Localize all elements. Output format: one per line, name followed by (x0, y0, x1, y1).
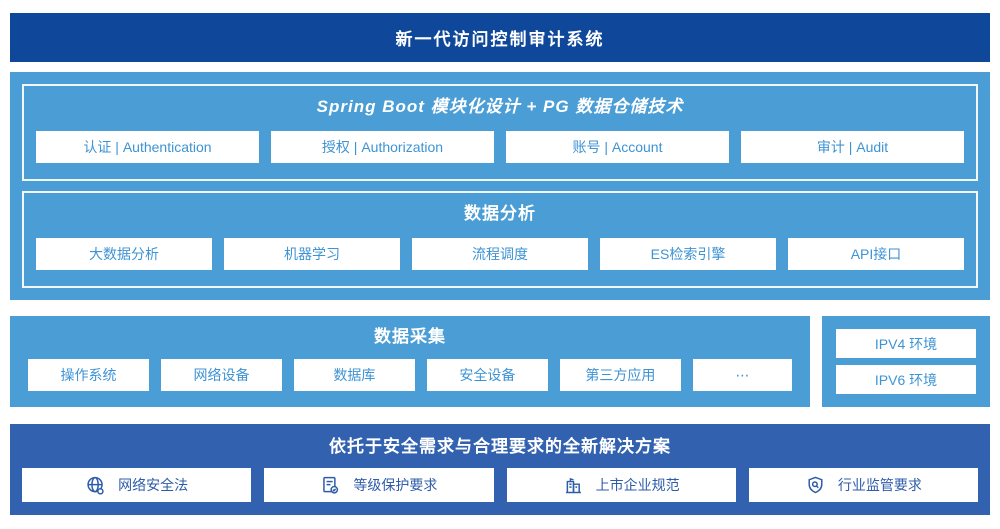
top-banner: 新一代访问控制审计系统 (10, 13, 990, 62)
data-analysis-module-row: 大数据分析 机器学习 流程调度 ES检索引擎 API接口 (36, 238, 964, 270)
solution-classified-protection: 等级保护要求 (264, 468, 494, 502)
module-api-interface: API接口 (788, 238, 964, 270)
data-collection-module-row: 操作系统 网络设备 数据库 安全设备 第三方应用 ⋯ (28, 359, 793, 391)
solution-label: 网络安全法 (118, 477, 189, 493)
module-operating-system: 操作系统 (28, 359, 149, 391)
module-bigdata-analysis: 大数据分析 (36, 238, 212, 270)
solution-label: 行业监管要求 (837, 477, 922, 493)
data-collection-title: 数据采集 (374, 327, 446, 346)
building-icon (563, 475, 584, 496)
env-ipv4: IPV4 环境 (836, 329, 976, 358)
data-collection-panel: 数据采集 操作系统 网络设备 数据库 安全设备 第三方应用 ⋯ (10, 316, 810, 407)
solution-section: 依托于安全需求与合理要求的全新解决方案 网络安全法 (10, 424, 990, 515)
springboot-panel-title: Spring Boot 模块化设计 + PG 数据仓储技术 (316, 97, 684, 116)
module-database: 数据库 (293, 359, 415, 391)
data-analysis-title: 数据分析 (464, 204, 536, 223)
module-security-devices: 安全设备 (426, 359, 548, 391)
module-account: 账号 | Account (506, 131, 729, 163)
solution-label: 等级保护要求 (353, 477, 438, 493)
module-audit: 审计 | Audit (741, 131, 964, 163)
env-ipv6: IPV6 环境 (836, 365, 976, 394)
data-analysis-panel: 数据分析 大数据分析 机器学习 流程调度 ES检索引擎 API接口 (22, 191, 978, 288)
globe-icon (85, 475, 106, 496)
module-third-party-apps: 第三方应用 (559, 359, 681, 391)
solution-row: 网络安全法 等级保护要求 (22, 468, 978, 502)
shield-search-icon (805, 475, 826, 496)
document-check-icon (320, 475, 341, 496)
springboot-panel: Spring Boot 模块化设计 + PG 数据仓储技术 认证 | Authe… (22, 84, 978, 181)
solution-cybersecurity-law: 网络安全法 (22, 468, 252, 502)
system-title: 新一代访问控制审计系统 (395, 30, 605, 49)
module-network-devices: 网络设备 (160, 359, 282, 391)
solution-listed-company-standard: 上市企业规范 (506, 468, 736, 502)
environment-panel: IPV4 环境 IPV6 环境 (822, 316, 990, 407)
architecture-section: Spring Boot 模块化设计 + PG 数据仓储技术 认证 | Authe… (10, 72, 990, 300)
solution-title: 依托于安全需求与合理要求的全新解决方案 (329, 437, 671, 456)
module-es-search-engine: ES检索引擎 (600, 238, 776, 270)
middle-row: 数据采集 操作系统 网络设备 数据库 安全设备 第三方应用 ⋯ IPV4 环境 … (10, 316, 990, 407)
module-machine-learning: 机器学习 (224, 238, 400, 270)
solution-label: 上市企业规范 (595, 477, 680, 493)
solution-industry-regulation: 行业监管要求 (748, 468, 978, 502)
springboot-module-row: 认证 | Authentication 授权 | Authorization 账… (36, 131, 964, 163)
module-authentication: 认证 | Authentication (36, 131, 259, 163)
module-authorization: 授权 | Authorization (271, 131, 494, 163)
module-more-ellipsis: ⋯ (692, 359, 793, 391)
module-workflow-scheduling: 流程调度 (412, 238, 588, 270)
